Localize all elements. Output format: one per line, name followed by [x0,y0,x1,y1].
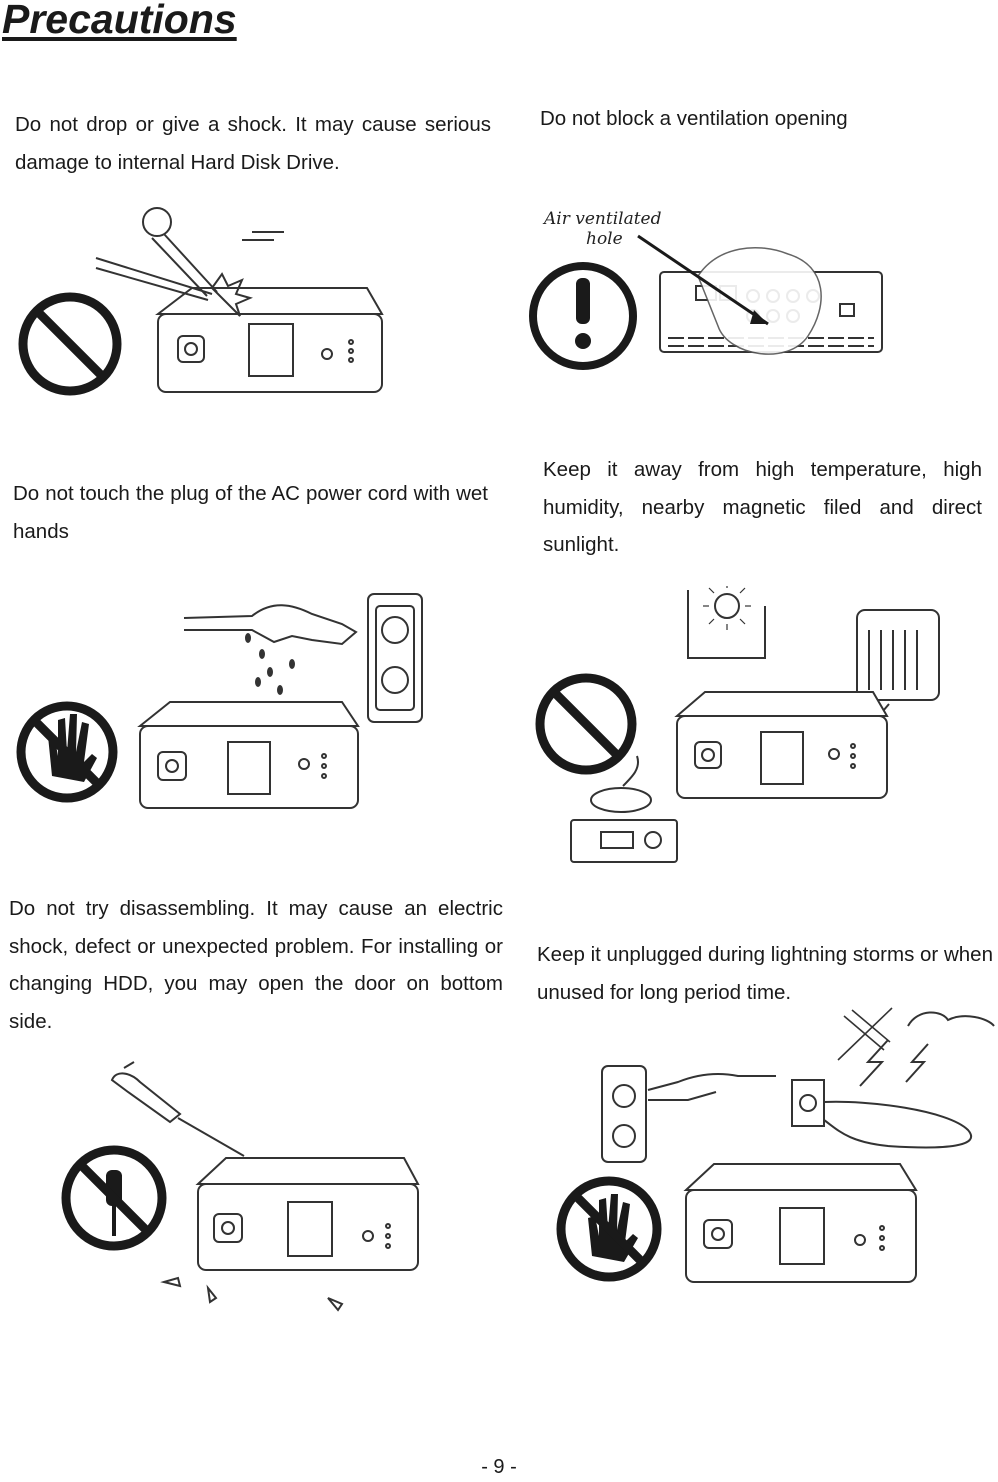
annotation-label: Air ventilated [542,209,662,229]
media-player-device [155,287,384,393]
precaution-disassemble-text: Do not try disassembling. It may cause a… [9,897,503,1033]
wall-outlet-icon [601,1065,647,1163]
precaution-ventilation-text: Do not block a ventilation opening [540,107,848,130]
antenna-icon [837,1007,893,1061]
screwdriver-icon [110,1061,245,1157]
svg-text:hole: hole [586,229,623,249]
precaution-environment-text: Keep it away from high temperature, high… [543,458,982,556]
drop-shock-illustration [12,196,392,401]
disassembly-illustration [40,1060,450,1330]
screwdriver-prohibition-icon [61,1145,167,1251]
media-player-device [683,1163,918,1283]
media-player-device [195,1157,420,1271]
heater-icon [852,609,940,719]
media-player-device [674,691,889,799]
screws-icon [160,1276,344,1312]
window-sun-icon [687,586,766,659]
prohibition-icon [18,292,122,396]
page-number: - 9 - [481,1456,517,1478]
hand-prohibition-icon [556,1176,662,1282]
wet-hand-prohibition-icon [16,701,118,803]
prohibition-icon [535,673,637,775]
precaution-lightning-text: Keep it unplugged during lightning storm… [537,943,993,1004]
wet-hands-illustration [12,586,432,816]
page-title: Precautions [2,0,237,42]
lightning-unplug-illustration [548,1000,998,1290]
precaution-drop-text: Do not drop or give a shock. It may caus… [15,113,491,174]
stove-pot-icon [570,755,678,863]
precaution-wet-hands-text: Do not touch the plug of the AC power co… [13,482,488,543]
media-player-device [137,701,360,809]
wall-outlet-icon [367,593,423,723]
antenna-outlet-icon [791,1079,825,1127]
ventilation-illustration: Air ventilated hole [528,206,888,376]
environment-illustration [533,586,953,871]
storm-cloud-icon [859,1011,995,1087]
falling-ball-icon [95,207,284,317]
exclamation-icon [529,262,637,370]
